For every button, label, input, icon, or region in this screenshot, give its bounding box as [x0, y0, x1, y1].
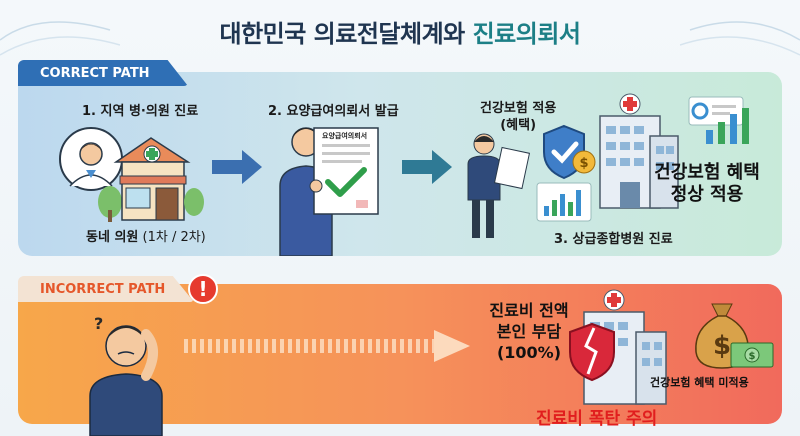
coin-icon: $: [572, 150, 596, 174]
chart-card-icon: [536, 182, 592, 222]
cost-bomb-warning: 진료비 폭탄 주의: [536, 409, 658, 429]
incorrect-path-tab: INCORRECT PATH: [18, 276, 194, 302]
benefit-text: 건강보험 혜택 정상 적용: [644, 162, 770, 206]
clinic-building-icon: [98, 137, 204, 222]
warning-icon: !: [188, 274, 218, 304]
question-mark-icon: ?: [94, 314, 104, 333]
dashboard-card-icon: [688, 96, 744, 126]
bar-chart-icon: [706, 108, 749, 144]
step1-label: 1. 지역 병·의원 진료: [82, 104, 199, 119]
full-cost-text: 진료비 전액 본인 부담 (100%): [474, 300, 584, 363]
decorative-swoosh-left: [0, 21, 120, 56]
clinic-label-main: 동네 의원: [86, 230, 139, 245]
confused-person-icon: [89, 325, 163, 436]
insurance-applied-line1: 건강보험 적용: [480, 101, 557, 116]
cost-line3: (100%): [496, 343, 562, 362]
svg-text:$: $: [579, 156, 588, 171]
arrow-right-icon: [402, 150, 452, 184]
dashed-arrow-icon: [184, 330, 470, 362]
referral-document-title: 요양급여의뢰서: [322, 132, 368, 140]
cost-line2: 본인 부담: [496, 322, 562, 341]
step2-label: 2. 요양급여의뢰서 발급: [268, 104, 399, 119]
arrow-right-icon: [212, 150, 262, 184]
benefit-line1: 건강보험 혜택: [654, 162, 760, 183]
insurance-applied-label: 건강보험 적용 (혜택): [480, 100, 556, 134]
step3-label: 3. 상급종합병원 진료: [554, 232, 673, 247]
clinic-label-paren: (1차 / 2차): [138, 230, 206, 245]
page-title: 대한민국 의료전달체계와 진료의뢰서: [0, 14, 800, 49]
doctor-avatar-icon: [59, 127, 123, 191]
patient-with-document-icon: [467, 133, 531, 238]
person-holding-document-icon: [279, 127, 379, 256]
no-insurance-label: 건강보험 혜택 미적용: [650, 376, 749, 389]
hospital-building-icon: [599, 93, 679, 209]
insurance-applied-line2: (혜택): [500, 118, 537, 133]
decorative-swoosh-right: [680, 21, 800, 56]
title-main: 대한민국 의료전달체계와: [219, 20, 473, 48]
svg-text:$: $: [713, 331, 731, 361]
correct-path-tab: CORRECT PATH: [18, 60, 188, 86]
clinic-label: 동네 의원 (1차 / 2차): [86, 226, 206, 245]
banknote-icon: $: [730, 342, 774, 368]
benefit-line2: 정상 적용: [670, 184, 744, 205]
svg-text:$: $: [749, 351, 756, 362]
title-accent: 진료의뢰서: [472, 20, 581, 48]
cost-line1: 진료비 전액: [489, 301, 569, 320]
broken-shield-icon: [569, 322, 615, 382]
